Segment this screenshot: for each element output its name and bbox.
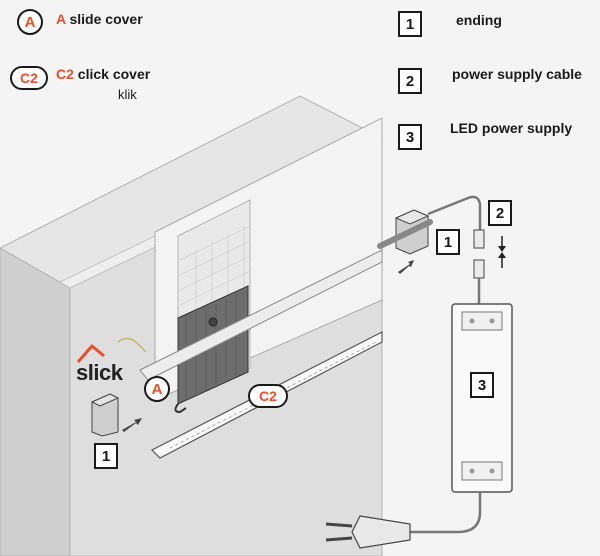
callout-a-badge: A	[144, 376, 170, 402]
profile-bend	[174, 403, 187, 414]
legend-item-1-number: 1	[398, 11, 422, 37]
led-tag	[117, 337, 147, 353]
callout-power-supply: 3	[470, 372, 494, 398]
legend-item-3-number: 3	[398, 124, 422, 150]
legend-c2-text: click cover	[77, 66, 151, 82]
callout-cable: 2	[488, 200, 512, 226]
cable-connector-top	[473, 229, 485, 249]
legend-a-label: A slide cover	[56, 11, 143, 27]
callout-c2-badge: C2	[248, 384, 288, 408]
cable-tube	[377, 219, 433, 249]
remove-arrow	[398, 260, 414, 274]
slick-logo: slick	[76, 360, 123, 385]
legend-a-code: A	[56, 11, 66, 27]
legend-a-text: slide cover	[69, 11, 143, 27]
power-supply-unit	[451, 303, 513, 493]
legend-item-2-text: power supply cable	[452, 66, 582, 82]
legend-item-3-text: LED power supply	[450, 120, 573, 136]
cable-connector-bottom	[473, 259, 485, 279]
legend-c2-subtext: klik	[118, 87, 137, 102]
insert-arrow	[122, 418, 142, 432]
callout-ending-left: 1	[94, 443, 118, 469]
legend-c2-badge: C2	[10, 66, 48, 90]
legend-c2-label: C2 click cover	[56, 66, 150, 82]
profile-screw	[208, 317, 218, 327]
legend-item-1-text: ending	[456, 12, 502, 28]
mains-cable	[410, 492, 482, 534]
connector-arrow-up-head	[498, 252, 506, 258]
mains-plug	[325, 515, 411, 549]
end-cap-left	[90, 393, 120, 437]
slick-logo-accent	[76, 344, 105, 363]
legend-a-badge: A	[17, 9, 43, 35]
callout-ending-top: 1	[436, 229, 460, 255]
connector-arrow-down-head	[498, 246, 506, 252]
wall-left-face	[0, 247, 71, 556]
led-channel	[139, 249, 383, 381]
legend-item-2-number: 2	[398, 68, 422, 94]
legend-c2-code: C2	[56, 66, 74, 82]
supply-cable	[427, 195, 482, 248]
